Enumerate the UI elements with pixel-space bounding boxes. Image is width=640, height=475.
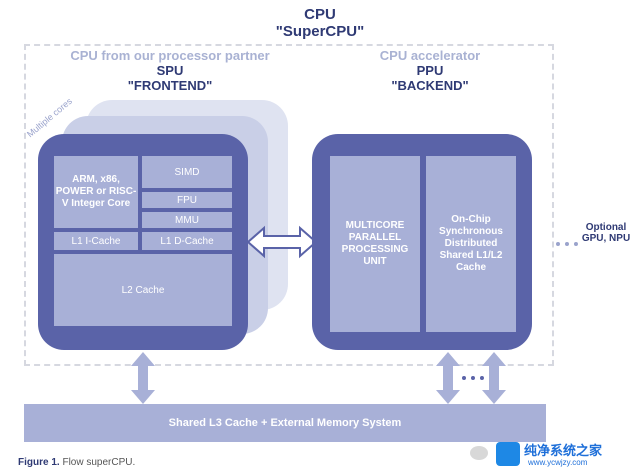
accel-heading-block: CPU accelerator PPU "BACKEND" [330,48,530,93]
l1-icache-box: L1 I-Cache [54,232,138,250]
ppu-l3-arrow-left [436,352,460,404]
distributed-cache-box: On-Chip Synchronous Distributed Shared L… [426,156,516,332]
watermark: 纯净系统之家 www.ycwjzy.com [470,438,636,470]
optional-dots [556,242,578,250]
windows-logo-icon [496,442,520,466]
accel-heading: CPU accelerator [379,48,481,63]
parallel-processing-unit-box: MULTICORE PARALLEL PROCESSING UNIT [330,156,420,332]
frontend-label: "FRONTEND" [127,78,213,93]
partner-heading-block: CPU from our processor partner SPU "FRON… [40,48,300,93]
mmu-box: MMU [142,212,232,228]
l2-cache-box: L2 Cache [54,254,232,326]
watermark-title: 纯净系统之家 [524,444,603,459]
shared-l3-cache-bar: Shared L3 Cache + External Memory System [24,404,546,442]
spu-ppu-double-arrow [246,225,318,259]
watermark-url: www.ycwjzy.com [528,458,588,467]
wechat-icon [470,446,488,460]
ppu-l3-dots [462,376,484,380]
fpu-box: FPU [142,192,232,208]
ppu-block: MULTICORE PARALLEL PROCESSING UNIT On-Ch… [312,134,532,350]
backend-label: "BACKEND" [391,78,469,93]
integer-core-box: ARM, x86, POWER or RISC-V Integer Core [54,156,138,228]
simd-box: SIMD [142,156,232,188]
top-title-line1: CPU [304,6,336,23]
spu-l3-arrow [131,352,155,404]
ppu-l3-arrow-right [482,352,506,404]
partner-heading: CPU from our processor partner [70,48,270,63]
top-title: CPU "SuperCPU" [220,6,420,40]
ppu-label: PPU [416,63,444,78]
figure-caption: Figure 1. Flow superCPU. [18,457,135,468]
spu-block: ARM, x86, POWER or RISC-V Integer Core S… [38,134,248,350]
supercpu-outline [24,44,554,366]
optional-gpu-npu-label: Optional GPU, NPU [581,222,631,244]
l1-dcache-box: L1 D-Cache [142,232,232,250]
figure-number: Figure 1. [18,457,60,468]
top-title-line2: "SuperCPU" [275,23,365,40]
figure-caption-text: Flow superCPU. [59,457,136,468]
spu-label: SPU [156,63,184,78]
